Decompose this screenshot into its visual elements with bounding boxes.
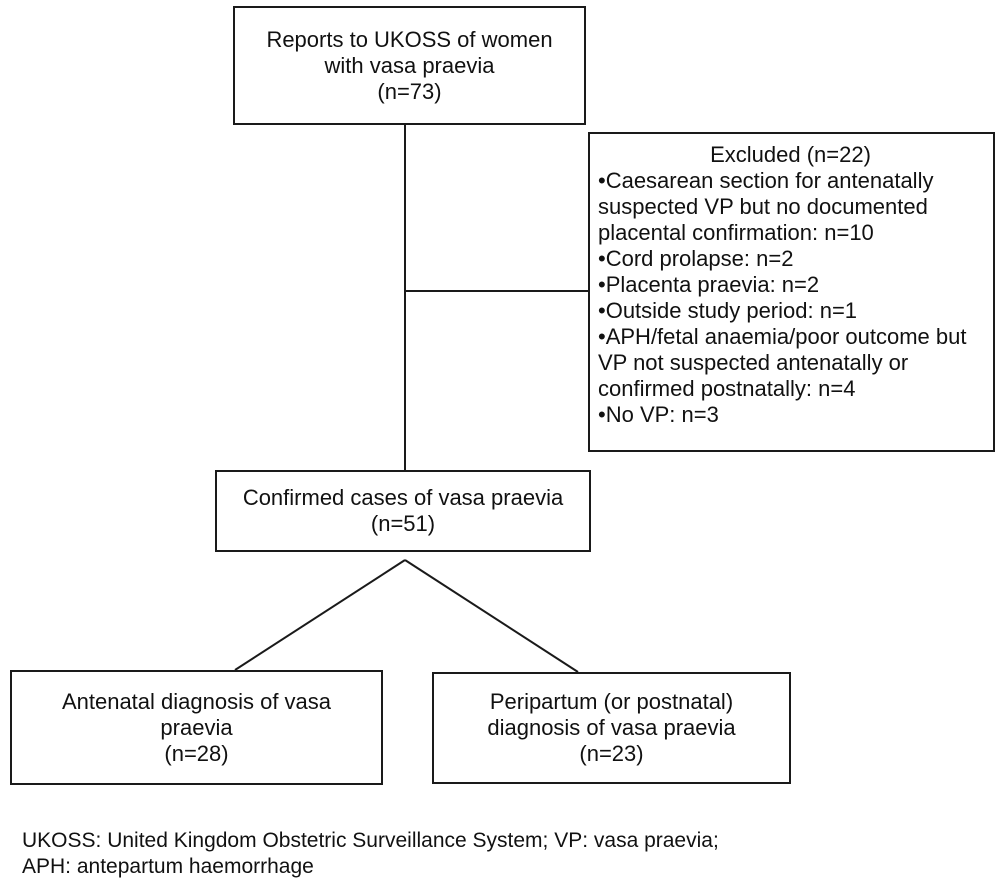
- excluded-item: •Caesarean section for antenatally suspe…: [598, 168, 934, 245]
- excluded-item: •No VP: n=3: [598, 402, 719, 427]
- peripartum-box-count: (n=23): [579, 741, 644, 766]
- confirmed-box-count: (n=51): [370, 511, 436, 536]
- reports-box-count: (n=73): [377, 78, 442, 104]
- excluded-title: Excluded (n=22): [710, 142, 871, 167]
- connector-confirmed-to-antenatal: [234, 559, 406, 671]
- reports-box: Reports to UKOSS of women with vasa prae…: [233, 6, 586, 125]
- peripartum-box-line1: Peripartum (or postnatal): [489, 689, 734, 714]
- excluded-box: Excluded (n=22) •Caesarean section for a…: [588, 132, 995, 452]
- peripartum-box: Peripartum (or postnatal) diagnosis of v…: [432, 672, 791, 784]
- reports-box-line2: with vasa praevia: [324, 52, 495, 78]
- peripartum-box-line2: diagnosis of vasa praevia: [487, 715, 736, 740]
- excluded-item: •Cord prolapse: n=2: [598, 246, 794, 271]
- connector-confirmed-to-peripartum: [404, 559, 579, 673]
- antenatal-box-line1: Antenatal diagnosis of vasa: [61, 688, 332, 714]
- excluded-item: •Outside study period: n=1: [598, 298, 858, 323]
- footnote: UKOSS: United Kingdom Obstetric Surveill…: [22, 828, 982, 880]
- footnote-line2: APH: antepartum haemorrhage: [22, 855, 314, 878]
- excluded-item: •Placenta praevia: n=2: [598, 272, 820, 297]
- excluded-list: •Caesarean section for antenatally suspe…: [598, 168, 983, 428]
- confirmed-box-line1: Confirmed cases of vasa praevia: [242, 485, 564, 510]
- antenatal-box-count: (n=28): [164, 740, 229, 766]
- confirmed-box: Confirmed cases of vasa praevia (n=51): [215, 470, 591, 552]
- antenatal-box-line2: praevia: [160, 714, 233, 740]
- excluded-item: •APH/fetal anaemia/poor outcome but VP n…: [598, 324, 967, 401]
- footnote-line1: UKOSS: United Kingdom Obstetric Surveill…: [22, 829, 719, 852]
- reports-box-line1: Reports to UKOSS of women: [266, 26, 553, 52]
- antenatal-box: Antenatal diagnosis of vasa praevia (n=2…: [10, 670, 383, 785]
